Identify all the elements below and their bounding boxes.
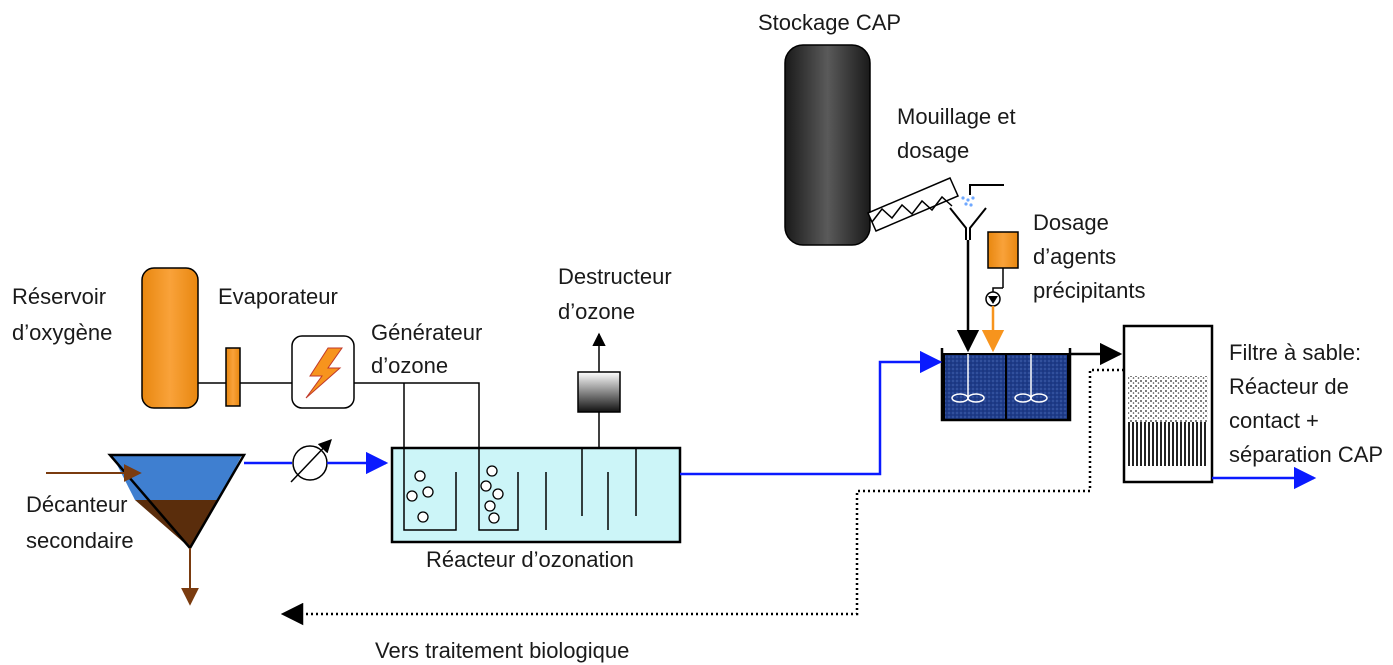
ozone-bubbles <box>406 465 504 524</box>
reservoir-label-1: Réservoir <box>12 284 106 309</box>
filtre-label-3: contact + <box>1229 408 1319 433</box>
dosage-label-2: d’agents <box>1033 244 1116 269</box>
reactor-diffuser-2 <box>478 448 519 531</box>
dosage-label-1: Dosage <box>1033 210 1109 235</box>
reactor-to-tank-line <box>680 350 943 476</box>
pump-icon <box>985 291 1001 307</box>
ozone-destructor <box>577 371 621 413</box>
decanteur-label-1: Décanteur <box>26 492 128 517</box>
generateur-label-1: Générateur <box>371 320 482 345</box>
lightning-icon <box>305 347 343 399</box>
filtre-label-1: Filtre à sable: <box>1229 340 1361 365</box>
recycle-dotted-line <box>280 368 1124 626</box>
evaporator <box>225 347 241 407</box>
dosage-label-3: précipitants <box>1033 278 1146 303</box>
stockage-cap-label: Stockage CAP <box>758 10 901 35</box>
precipitant-feed-line <box>992 287 1003 292</box>
sand-bed <box>1128 376 1208 422</box>
vers-traitement-label: Vers traitement biologique <box>375 638 629 663</box>
screw-conveyor-icon <box>867 177 959 232</box>
filtre-label-2: Réacteur de <box>1229 374 1349 399</box>
mouillage-label-1: Mouillage et <box>897 104 1016 129</box>
destructeur-label-1: Destructeur <box>558 264 672 289</box>
mixer-icon <box>1014 354 1048 403</box>
precipitant-dosing-tank <box>987 231 1019 269</box>
spray-icon <box>961 184 1004 207</box>
reacteur-label: Réacteur d’ozonation <box>426 547 634 572</box>
filtre-label-4: séparation CAP <box>1229 442 1383 467</box>
reactor-diffuser-1 <box>403 448 457 531</box>
cap-storage-silo <box>784 44 871 246</box>
secondary-clarifier <box>107 453 247 551</box>
destructeur-label-2: d’ozone <box>558 299 635 324</box>
clarifier-water <box>112 455 242 500</box>
ozone-supply-line <box>354 382 480 448</box>
evaporateur-label: Evaporateur <box>218 284 338 309</box>
flow-meter-icon <box>290 439 332 483</box>
generateur-label-2: d’ozone <box>371 353 448 378</box>
mouillage-label-2: dosage <box>897 138 969 163</box>
decanteur-label-2: secondaire <box>26 528 134 553</box>
oxygen-tank <box>141 267 199 409</box>
ozonation-reactor <box>390 446 682 544</box>
filter-underdrain <box>1128 422 1208 466</box>
dosing-funnel <box>949 207 987 240</box>
clarifier-sludge <box>135 500 218 548</box>
reservoir-label-2: d’oxygène <box>12 320 112 345</box>
mixer-icon <box>951 354 985 403</box>
